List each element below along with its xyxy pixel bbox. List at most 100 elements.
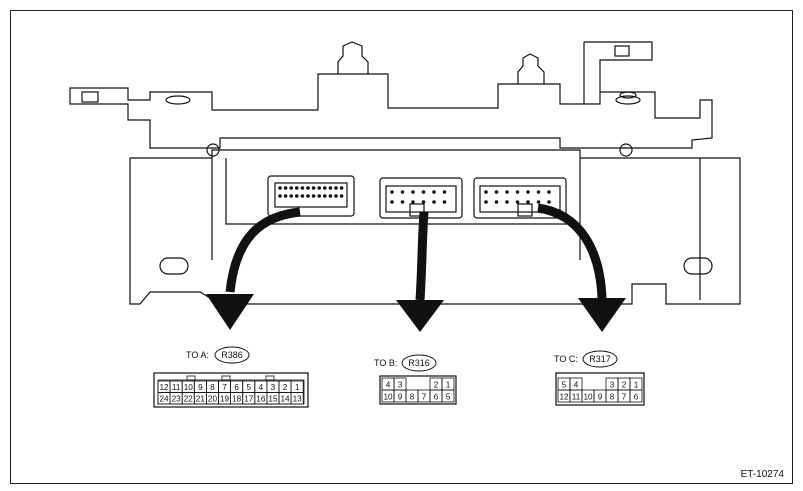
- pin-number: 2: [622, 380, 627, 389]
- housing-pin-dot: [411, 190, 415, 194]
- housing-pin-dot: [311, 186, 316, 190]
- pin-number: 12: [159, 383, 169, 392]
- pin-number: 8: [210, 383, 215, 392]
- housing-pin-dot: [390, 200, 394, 204]
- housing-pin-dot: [442, 190, 447, 194]
- housing-pin-dot: [505, 190, 509, 194]
- pin-number: 1: [295, 383, 300, 392]
- connector-pin-dots: [278, 186, 551, 204]
- housing-pin-dot: [300, 186, 305, 190]
- pin-number: 10: [184, 383, 194, 392]
- pin-number: 11: [572, 392, 581, 401]
- pin-number: 8: [410, 392, 415, 401]
- pin-number: 6: [634, 392, 639, 401]
- housing-pin-dot: [390, 190, 394, 194]
- housing-pin-dot: [432, 200, 436, 204]
- pin-number: 4: [259, 383, 264, 392]
- housing-pin-dot: [411, 200, 415, 204]
- housing-pin-dot: [295, 194, 299, 198]
- connector-c-label: TO C: R317: [554, 350, 618, 368]
- housing-pin-dot: [421, 190, 426, 194]
- housing-pin-dot: [306, 186, 310, 190]
- housing-pin-dot: [317, 194, 322, 198]
- housing-pin-dot: [442, 200, 447, 204]
- pin-number: 11: [172, 383, 181, 392]
- housing-pin-dot: [547, 200, 551, 204]
- pin-number: 4: [386, 380, 391, 389]
- connector-b-id: R316: [408, 358, 430, 368]
- pin-number: 12: [559, 392, 569, 401]
- housing-pin-dot: [515, 200, 520, 204]
- housing-pin-dot: [334, 186, 338, 190]
- housing-pin-dot: [484, 190, 488, 194]
- pin-number: 4: [574, 380, 579, 389]
- pin-number: 21: [196, 394, 206, 403]
- pin-number: 10: [583, 392, 593, 401]
- pin-cell: [441, 389, 455, 403]
- connector-b-label: TO B: R316: [374, 354, 437, 372]
- pin-number: 7: [422, 392, 427, 401]
- connector-c-prefix: TO C:: [554, 354, 578, 364]
- pin-number: 7: [222, 383, 227, 392]
- pin-number: 3: [398, 380, 403, 389]
- housing-pin-dot: [515, 190, 520, 194]
- pin-cell: [418, 378, 430, 390]
- housing-pin-dot: [323, 194, 327, 198]
- housing-pin-dot: [311, 194, 316, 198]
- housing-pin-dot: [400, 190, 405, 194]
- pin-number: 17: [244, 394, 254, 403]
- pin-cell: [290, 392, 304, 405]
- housing-pin-dot: [400, 200, 405, 204]
- pin-number: 18: [232, 394, 242, 403]
- pin-cell: [629, 389, 643, 403]
- housing-pin-dot: [505, 200, 509, 204]
- arrow-to-connector-a: [206, 207, 301, 330]
- connector-a-prefix: TO A:: [186, 350, 209, 360]
- housing-pin-dot: [289, 186, 294, 190]
- pin-number: 8: [610, 392, 615, 401]
- pin-number: 14: [280, 394, 290, 403]
- pin-number: 5: [246, 383, 251, 392]
- pin-cell: [582, 378, 594, 390]
- figure-border: [10, 10, 793, 484]
- housing-pin-dot: [536, 190, 541, 194]
- housing-pin-dot: [339, 186, 344, 190]
- pin-number: 6: [434, 392, 439, 401]
- housing-pin-dot: [283, 194, 288, 198]
- pin-number: 13: [293, 394, 303, 403]
- pin-number: 10: [383, 392, 393, 401]
- pin-number: 5: [562, 380, 567, 389]
- arrow-to-connector-c: [537, 203, 626, 332]
- pin-number: 23: [172, 394, 182, 403]
- pin-number: 1: [634, 380, 639, 389]
- housing-pin-dot: [295, 186, 299, 190]
- housing-pin-dot: [339, 194, 344, 198]
- pin-number: 22: [184, 394, 194, 403]
- pin-cell: [594, 378, 606, 390]
- pin-number: 9: [598, 392, 603, 401]
- pin-number: 20: [208, 394, 218, 403]
- connector-a-id: R386: [221, 350, 243, 360]
- housing-pin-dot: [328, 194, 333, 198]
- control-module-illustration: [69, 41, 741, 305]
- housing-pin-dot: [328, 186, 333, 190]
- housing-pin-dot: [421, 200, 426, 204]
- pin-number: 9: [398, 392, 403, 401]
- housing-pin-dot: [278, 186, 282, 190]
- pin-cell: [406, 378, 418, 390]
- pin-number: 3: [610, 380, 615, 389]
- housing-pin-dot: [334, 194, 338, 198]
- connector-c-id: R317: [589, 354, 611, 364]
- housing-pin-dot: [283, 186, 288, 190]
- housing-pin-dot: [278, 194, 282, 198]
- housing-pin-dot: [484, 200, 488, 204]
- pin-number: 24: [159, 394, 169, 403]
- connector-b-prefix: TO B:: [374, 358, 397, 368]
- housing-pin-dot: [526, 190, 530, 194]
- pin-number: 16: [256, 394, 266, 403]
- pin-number: 2: [434, 380, 439, 389]
- pin-number: 6: [234, 383, 239, 392]
- housing-pin-dot: [494, 190, 499, 194]
